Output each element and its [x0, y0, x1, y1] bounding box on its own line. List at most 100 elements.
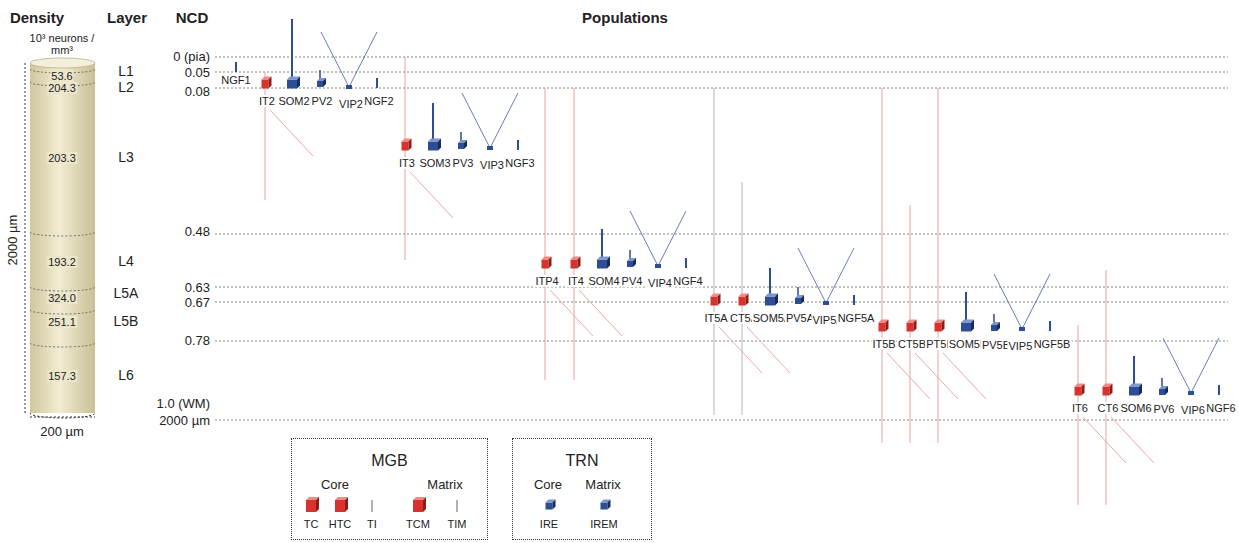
depth-guide	[215, 234, 1228, 235]
population-label: IT2	[258, 95, 276, 107]
projection-line	[714, 88, 715, 415]
projection-line	[938, 88, 939, 443]
cube-side	[345, 497, 348, 512]
axis-label: Matrix	[585, 478, 620, 492]
population-label: IT5A	[703, 312, 728, 324]
projection-line	[545, 88, 546, 380]
dendrite-line	[994, 274, 1022, 329]
projection-line	[410, 172, 453, 218]
axis-label: 10³ neurons / mm³	[22, 32, 102, 56]
column-cylinder	[30, 63, 95, 413]
axis-label: 0.78	[185, 334, 210, 348]
population-label: VIP2	[338, 98, 364, 110]
dendrite-line	[601, 229, 603, 259]
axis-label: 2000 µm	[6, 215, 20, 266]
depth-guide	[215, 420, 1228, 421]
dendrite-line	[490, 93, 518, 148]
population-cube	[346, 85, 352, 89]
population-label: NGF2	[363, 95, 394, 107]
axis-label: 0.63	[185, 281, 210, 295]
population-cube	[627, 261, 633, 267]
population-label: VIP3	[479, 159, 505, 171]
depth-guide	[215, 302, 1228, 303]
legend-label: TC	[304, 518, 319, 530]
cube-side	[971, 320, 974, 332]
dimension-line	[25, 63, 26, 413]
population-mark	[376, 78, 378, 88]
dendrite-line	[798, 248, 826, 303]
cylinder-top	[30, 58, 95, 68]
projection-line	[265, 72, 266, 200]
population-cube	[991, 325, 997, 331]
axis-label: L1	[118, 64, 134, 79]
cube-side	[914, 320, 917, 332]
density-value: 157.3	[47, 370, 77, 382]
population-label: IT6	[1071, 402, 1089, 414]
population-cube	[1159, 389, 1165, 395]
cube-side	[886, 320, 889, 332]
cube-side	[1082, 384, 1085, 396]
axis-label: 0.67	[185, 296, 210, 310]
population-cube	[413, 500, 423, 512]
axis-label: 0.05	[185, 66, 210, 80]
cube-side	[438, 139, 441, 151]
dendrite-line	[1191, 338, 1219, 393]
axis-label: L4	[118, 254, 134, 269]
dendrite-line	[826, 248, 854, 303]
population-mark	[853, 295, 855, 305]
projection-line	[579, 290, 622, 336]
projection-line	[747, 327, 790, 373]
legend-label: IRE	[540, 518, 558, 530]
cube-side	[718, 294, 721, 306]
axis-label: L6	[118, 368, 134, 383]
cube-side	[316, 497, 319, 512]
population-cube	[655, 264, 661, 268]
population-label: NGF3	[504, 157, 535, 169]
dendrite-line	[965, 292, 967, 322]
population-label: VIP6	[1180, 404, 1206, 416]
cube-side	[549, 257, 552, 269]
layer-boundary	[30, 287, 95, 291]
axis-label: L5B	[114, 314, 139, 329]
legend-heading: TRN	[566, 452, 599, 470]
population-cube	[571, 260, 578, 269]
projection-line	[719, 327, 762, 373]
legend-mark	[457, 500, 458, 512]
projection-line	[1078, 325, 1079, 505]
population-mark	[1049, 321, 1051, 331]
population-cube	[458, 143, 464, 149]
cube-side	[409, 139, 412, 151]
depth-guide	[215, 88, 1228, 89]
axis-label: 0 (pia)	[173, 50, 210, 64]
population-label: IT4	[567, 275, 585, 287]
population-cube	[1103, 387, 1110, 396]
axis-label: Density	[10, 10, 64, 27]
cube-side	[1139, 384, 1142, 396]
population-cube	[711, 297, 718, 306]
population-label: SOM4	[587, 275, 620, 287]
population-cube	[306, 500, 316, 512]
population-cube	[907, 323, 914, 332]
population-label: NGF6	[1205, 402, 1236, 414]
cube-side	[553, 500, 556, 510]
projection-line	[1111, 417, 1154, 463]
population-label: NGF4	[672, 275, 703, 287]
population-cube	[546, 503, 553, 510]
cube-side	[1165, 386, 1168, 395]
cylinder-bottom	[30, 413, 95, 418]
population-cube	[601, 503, 608, 510]
population-label: PV4	[621, 275, 644, 287]
population-cube	[402, 142, 409, 151]
density-value: 324.0	[47, 292, 77, 304]
axis-label: L3	[118, 150, 134, 165]
projection-line	[1083, 417, 1126, 463]
axis-label: L2	[118, 80, 134, 95]
dendrite-line	[291, 19, 293, 79]
population-mark	[685, 258, 687, 268]
population-label: CT5B	[897, 338, 927, 350]
population-cube	[1188, 391, 1194, 395]
density-value: 251.1	[47, 316, 77, 328]
legend-label: IREM	[590, 518, 618, 530]
projection-line	[887, 353, 930, 399]
